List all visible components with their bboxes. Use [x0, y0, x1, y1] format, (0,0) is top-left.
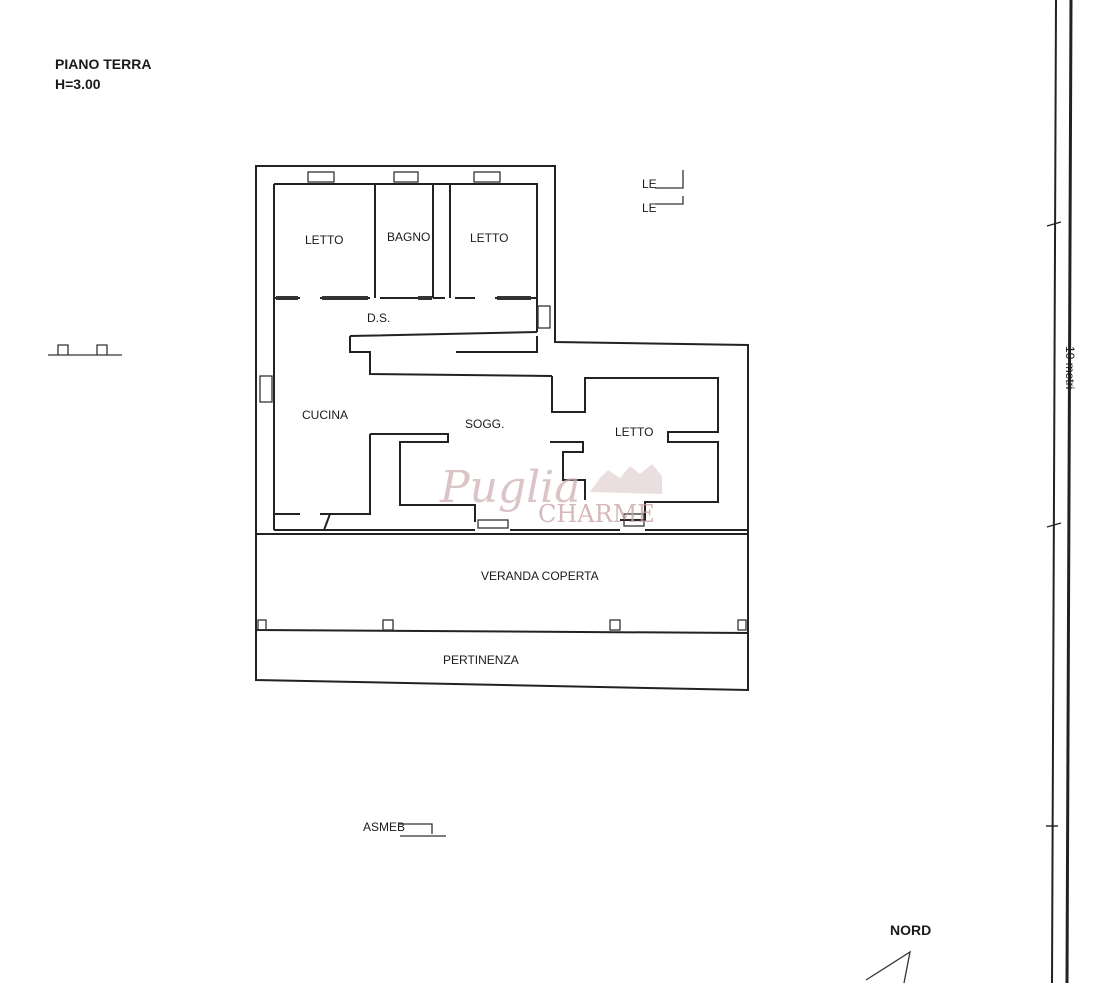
- legend-fragment-2: LE: [642, 201, 657, 215]
- misc-label: ASMEB: [363, 820, 405, 834]
- misc-mark: [398, 823, 446, 837]
- scale-bar: 10 metri: [1046, 0, 1077, 983]
- floor-title: PIANO TERRA: [55, 56, 151, 72]
- room-letto-right: LETTO: [615, 425, 653, 439]
- room-soggiorno: SOGG.: [465, 417, 504, 431]
- north-label: NORD: [890, 922, 931, 938]
- legend-fragment-1: LE: [642, 177, 657, 191]
- trulli-icon: [590, 464, 662, 494]
- room-letto-mid: LETTO: [470, 231, 508, 245]
- room-pertinenza: PERTINENZA: [443, 653, 519, 667]
- room-disimpegno: D.S.: [367, 311, 390, 325]
- window-symbols: [48, 344, 122, 356]
- room-cucina: CUCINA: [302, 408, 348, 422]
- watermark-logo: Puglia CHARME: [439, 462, 662, 528]
- building-walls: [255, 165, 749, 692]
- room-letto-left: LETTO: [305, 233, 343, 247]
- room-bagno: BAGNO: [387, 230, 430, 244]
- watermark-script: Puglia: [439, 462, 581, 513]
- floor-height: H=3.00: [55, 76, 101, 92]
- openings: [257, 171, 747, 631]
- legend-marks: [655, 170, 684, 205]
- north-arrow-icon: [865, 950, 911, 983]
- room-veranda: VERANDA COPERTA: [481, 569, 599, 583]
- watermark-caps: CHARME: [538, 500, 655, 528]
- scale-label: 10 metri: [1063, 346, 1077, 389]
